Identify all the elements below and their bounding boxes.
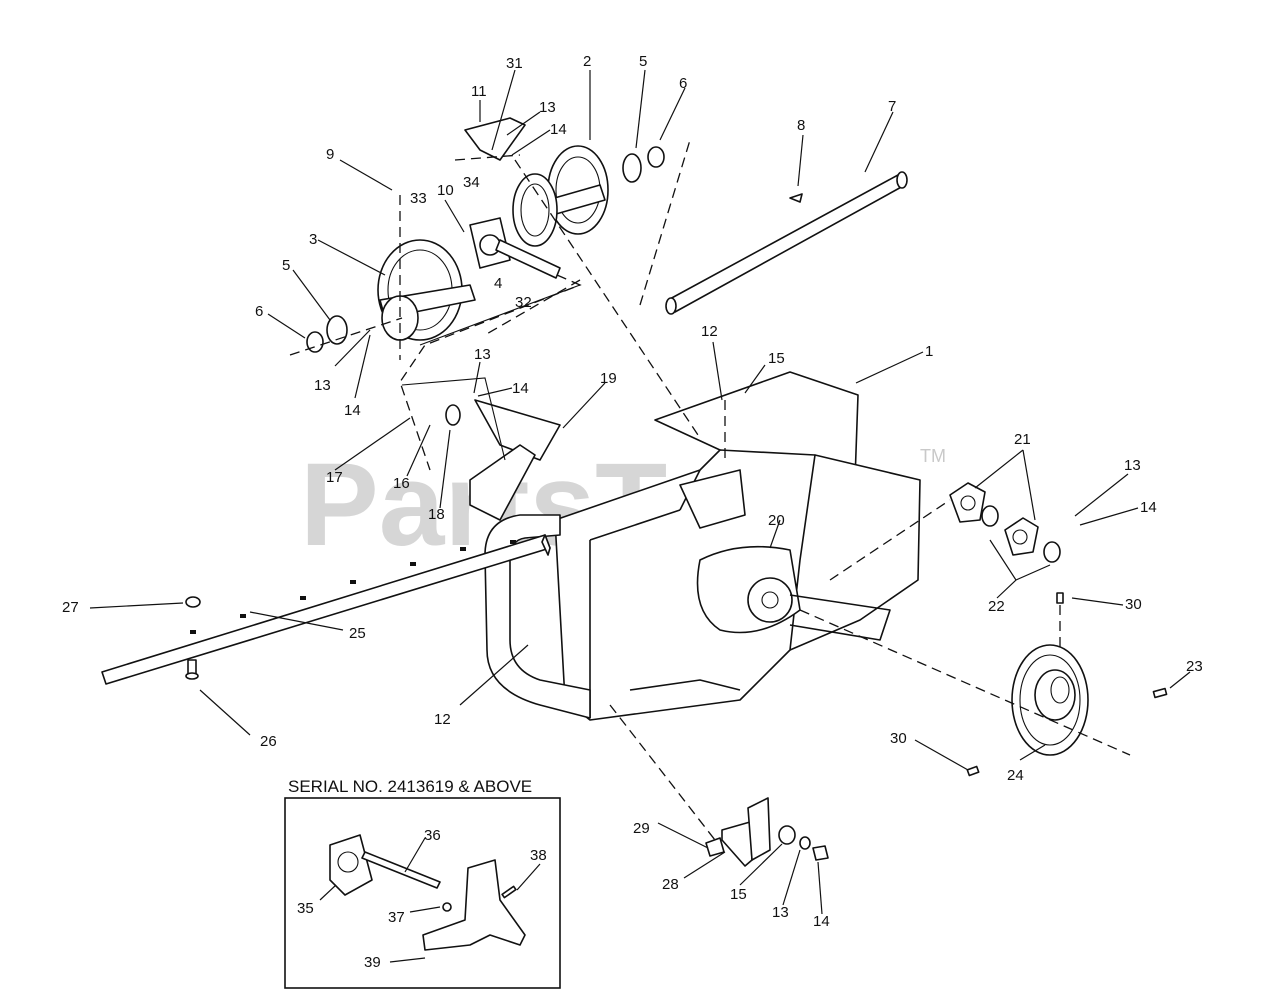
- callout-6-right: 6: [679, 75, 687, 92]
- leader-lines: [89, 69, 1191, 915]
- callout-1: 1: [925, 343, 933, 360]
- callout-19: 19: [600, 370, 617, 387]
- callout-32: 32: [515, 294, 532, 311]
- sprocket: [1011, 644, 1089, 756]
- callout-labels: 31 2 5 6 11 13 14 7 8 9 33 10 34 3 4 32 …: [62, 53, 1203, 971]
- callout-15-bottom: 15: [730, 886, 747, 903]
- callout-31: 31: [506, 55, 523, 72]
- callout-12-top: 12: [701, 323, 718, 340]
- callout-30-bottom: 30: [890, 730, 907, 747]
- callout-36: 36: [424, 827, 441, 844]
- bottom-hardware: [705, 797, 829, 867]
- callout-30-top: 30: [1125, 596, 1142, 613]
- callout-14-left: 14: [344, 402, 361, 419]
- callout-9: 9: [326, 146, 334, 163]
- auger-housing: [484, 371, 921, 721]
- callout-14-mid: 14: [512, 380, 529, 397]
- auger-shaft: [665, 171, 908, 315]
- callout-25: 25: [349, 625, 366, 642]
- pin: [1152, 687, 1168, 699]
- callout-24: 24: [1007, 767, 1024, 784]
- callout-37: 37: [388, 909, 405, 926]
- callout-7: 7: [888, 98, 896, 115]
- right-auger: [512, 145, 665, 247]
- callout-8: 8: [797, 117, 805, 134]
- callout-13-mid: 13: [474, 346, 491, 363]
- callout-5-left: 5: [282, 257, 290, 274]
- callout-13-top: 13: [539, 99, 556, 116]
- callout-3: 3: [309, 231, 317, 248]
- callout-15-top: 15: [768, 350, 785, 367]
- callout-6-left: 6: [255, 303, 263, 320]
- support-bracket: [445, 399, 561, 521]
- callout-20: 20: [768, 512, 785, 529]
- callout-14-bottom: 14: [813, 913, 830, 930]
- callout-22: 22: [988, 598, 1005, 615]
- callout-14-top: 14: [550, 121, 567, 138]
- callout-13-right: 13: [1124, 457, 1141, 474]
- callout-17: 17: [326, 469, 343, 486]
- callout-39: 39: [364, 954, 381, 971]
- callout-34: 34: [463, 174, 480, 191]
- callout-28: 28: [662, 876, 679, 893]
- callout-16: 16: [393, 475, 410, 492]
- left-auger: [306, 239, 476, 353]
- callout-33: 33: [410, 190, 427, 207]
- scraper-bar: [101, 534, 551, 685]
- callout-14-right: 14: [1140, 499, 1157, 516]
- callout-12-bottom: 12: [434, 711, 451, 728]
- trademark-symbol: TM: [920, 446, 946, 466]
- serial-inset: SERIAL NO. 2413619 & ABOVE: [284, 777, 561, 989]
- callout-26: 26: [260, 733, 277, 750]
- callout-13-bottom: 13: [772, 904, 789, 921]
- callout-23: 23: [1186, 658, 1203, 675]
- key: [789, 193, 803, 203]
- callout-13-left: 13: [314, 377, 331, 394]
- callout-38: 38: [530, 847, 547, 864]
- set-screw-bottom: [966, 765, 980, 777]
- bearing-flanges: [949, 482, 1039, 556]
- carriage-bolt: [185, 659, 199, 680]
- callout-11: 11: [471, 83, 487, 100]
- callout-27: 27: [62, 599, 79, 616]
- gearbox: [469, 217, 561, 279]
- callout-2: 2: [583, 53, 591, 70]
- callout-35: 35: [297, 900, 314, 917]
- callout-4: 4: [494, 275, 502, 292]
- inset-title: SERIAL NO. 2413619 & ABOVE: [288, 777, 532, 796]
- callout-18: 18: [428, 506, 445, 523]
- callout-21: 21: [1014, 431, 1031, 448]
- callout-5-right: 5: [639, 53, 647, 70]
- hex-nut: [185, 596, 201, 608]
- bearings: [981, 505, 1061, 563]
- callout-10: 10: [437, 182, 454, 199]
- set-screw-top: [1056, 592, 1064, 604]
- callout-29: 29: [633, 820, 650, 837]
